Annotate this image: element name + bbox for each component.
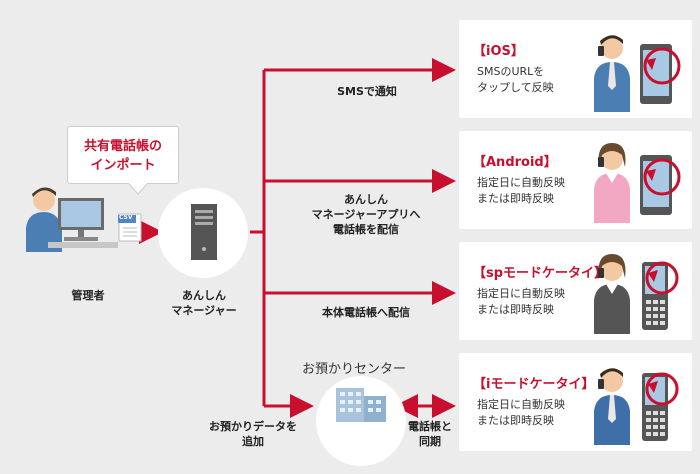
building-icon [336,388,386,422]
center-name: お預かりセンター [302,362,407,377]
card-title: 【spモードケータイ】 [473,266,608,281]
import-bubble-text: 共有電話帳の インポート [83,139,162,173]
person-with-smartphone-icon [594,35,681,112]
card-title: 【iOS】 [473,44,524,59]
card-ios: 【iOS】 SMSのURLを タップして反映 [459,20,692,118]
card-title: 【Android】 [473,155,557,170]
card-desc: 指定日に自動反映 または即時反映 [477,287,565,316]
person-with-smartphone-icon [594,143,681,223]
admin-label: 管理者 [71,289,105,302]
card-desc: SMSのURLを タップして反映 [477,65,554,94]
card-desc: 指定日に自動反映 または即時反映 [477,176,565,205]
card-desc: 指定日に自動反映 または即時反映 [477,398,565,427]
bubble-tail [128,183,148,195]
import-bubble: 共有電話帳の インポート [67,126,179,195]
card-android: 【Android】 指定日に自動反映 または即時反映 [459,131,692,229]
manager-label: あんしん マネージャー [171,289,237,317]
server-icon [191,204,217,260]
card-sp-mode: 【spモードケータイ】 指定日に自動反映 または即時反映 [459,242,692,340]
card-title: 【iモードケータイ】 [473,377,595,392]
edge-label-app: あんしん マネージャーアプリへ 電話帳を配信 [311,193,421,236]
card-i-mode: 【iモードケータイ】 指定日に自動反映 または即時反映 [459,353,692,451]
edge-label-backup: お預かりデータを 追加 [209,420,297,448]
person-with-feature-phone-icon [594,368,679,445]
edge-label-sms: SMSで通知 [337,85,397,98]
admin-person-icon [26,187,118,252]
edge-label-sync: 電話帳と 同期 [408,420,452,448]
csv-file-icon [118,213,142,242]
edge-label-body: 本体電話帳へ配信 [322,306,410,319]
csv-label: CSV [119,214,133,221]
person-with-feature-phone-icon [594,254,679,334]
